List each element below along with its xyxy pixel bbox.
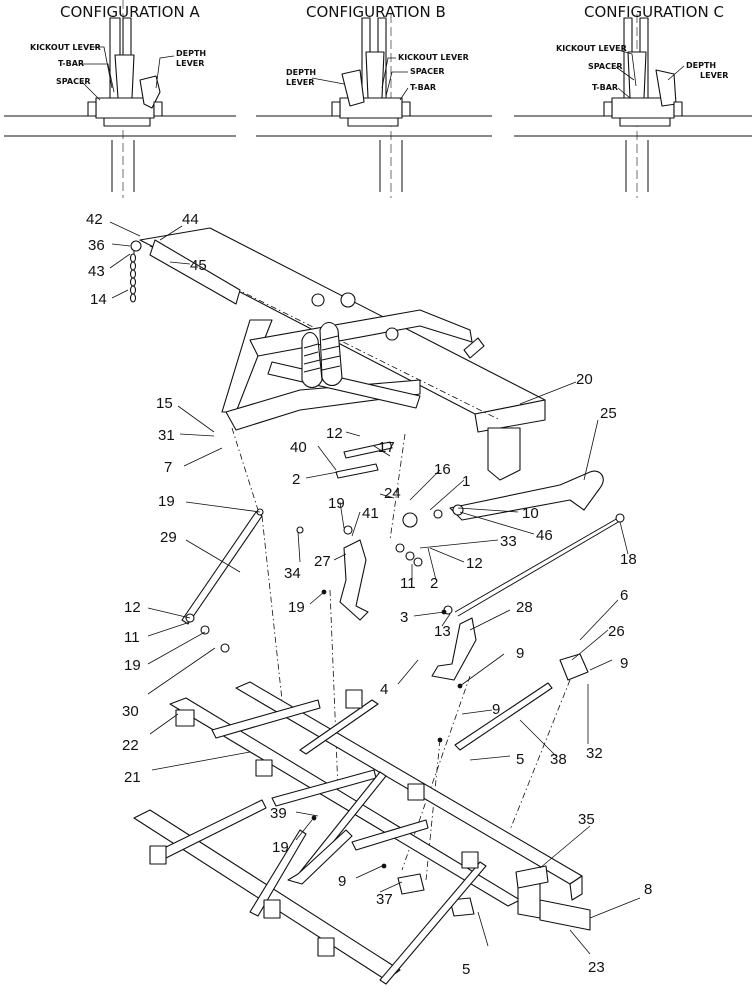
config-c-label-lever: LEVER	[700, 71, 728, 80]
callout-34: 34	[284, 565, 301, 582]
callout-3: 3	[400, 609, 408, 626]
spring-assembly	[301, 292, 399, 389]
configuration-c-view: CONFIGURATION C KICKOUT LEVER SPACER T-B…	[514, 3, 752, 198]
config-c-title: CONFIGURATION C	[584, 3, 724, 21]
config-c-label-depth: DEPTH	[686, 61, 716, 70]
callout-18: 18	[620, 551, 637, 568]
callout-29: 29	[160, 529, 177, 546]
callout-36: 36	[88, 237, 105, 254]
callout-16: 16	[434, 461, 451, 478]
callout-leaders	[109, 221, 641, 955]
config-c-label-spacer: SPACER	[588, 62, 623, 71]
config-a-title: CONFIGURATION A	[60, 3, 200, 21]
callout-12-c: 12	[124, 599, 141, 616]
callout-19-b: 19	[328, 495, 345, 512]
callout-39: 39	[270, 805, 287, 822]
callout-41: 41	[362, 505, 379, 522]
config-b-label-kickout: KICKOUT LEVER	[398, 53, 469, 62]
callout-12-a: 12	[326, 425, 343, 442]
config-a-label-tbar: T-BAR	[58, 59, 84, 68]
callout-9-a: 9	[620, 655, 628, 672]
configuration-b-view: CONFIGURATION B DEPTH LEVER KICKOUT LEVE…	[256, 3, 492, 198]
chain	[129, 240, 142, 303]
callout-21: 21	[124, 769, 141, 786]
callout-9-c: 9	[492, 701, 500, 718]
callout-19-d: 19	[124, 657, 141, 674]
callout-44: 44	[182, 211, 199, 228]
callout-27: 27	[314, 553, 331, 570]
upper-frame-assembly	[129, 227, 546, 481]
callout-37: 37	[376, 891, 393, 908]
callout-28: 28	[516, 599, 533, 616]
config-a-label-spacer: SPACER	[56, 77, 91, 86]
callout-19-a: 19	[158, 493, 175, 510]
callout-20: 20	[576, 371, 593, 388]
callout-25: 25	[600, 405, 617, 422]
callout-31: 31	[158, 427, 175, 444]
callout-26: 26	[608, 623, 625, 640]
callout-10: 10	[522, 505, 539, 522]
callout-15: 15	[156, 395, 173, 412]
callout-45: 45	[190, 257, 207, 274]
config-b-label-depth: DEPTH	[286, 68, 316, 77]
callout-12-b: 12	[466, 555, 483, 572]
callout-14: 14	[90, 291, 107, 308]
callout-9-d: 9	[338, 873, 346, 890]
callout-2-b: 2	[430, 575, 438, 592]
callout-19-e: 19	[272, 839, 289, 856]
configuration-a-view: CONFIGURATION A KICKOUT LEVER T-BAR SPAC…	[4, 0, 236, 198]
config-c-label-tbar: T-BAR	[592, 83, 618, 92]
config-b-label-lever: LEVER	[286, 78, 314, 87]
callout-32: 32	[586, 745, 603, 762]
callout-11-b: 11	[124, 629, 140, 646]
config-a-label-depth: DEPTH	[176, 49, 206, 58]
callout-17: 17	[378, 439, 395, 456]
callout-23: 23	[588, 959, 605, 976]
callout-30: 30	[122, 703, 139, 720]
callout-35: 35	[578, 811, 595, 828]
callout-43: 43	[88, 263, 105, 280]
callout-7: 7	[164, 459, 172, 476]
lower-frame-assembly	[133, 681, 591, 985]
callout-8: 8	[644, 881, 652, 898]
config-c-label-kickout: KICKOUT LEVER	[556, 44, 627, 53]
config-b-label-tbar: T-BAR	[410, 83, 436, 92]
linkage-parts	[181, 441, 625, 917]
callout-42: 42	[86, 211, 103, 228]
config-b-title: CONFIGURATION B	[306, 3, 446, 21]
callout-13: 13	[434, 623, 451, 640]
callout-22: 22	[122, 737, 139, 754]
callout-numbers: 42 44 36 43 45 14 20 25 15 31 7 12 40 17…	[86, 211, 652, 978]
callout-19-c: 19	[288, 599, 305, 616]
callout-40: 40	[290, 439, 307, 456]
callout-1: 1	[462, 473, 470, 490]
config-b-label-spacer: SPACER	[410, 67, 445, 76]
callout-11-a: 11	[400, 575, 416, 592]
callout-5-a: 5	[516, 751, 524, 768]
callout-5-b: 5	[462, 961, 470, 978]
callout-2-a: 2	[292, 471, 300, 488]
callout-24: 24	[384, 485, 401, 502]
config-a-label-lever: LEVER	[176, 59, 204, 68]
callout-46: 46	[536, 527, 553, 544]
callout-38: 38	[550, 751, 567, 768]
config-a-label-kickout: KICKOUT LEVER	[30, 43, 101, 52]
callout-4: 4	[380, 681, 388, 698]
callout-33: 33	[500, 533, 517, 550]
callout-9-b: 9	[516, 645, 524, 662]
callout-6: 6	[620, 587, 628, 604]
